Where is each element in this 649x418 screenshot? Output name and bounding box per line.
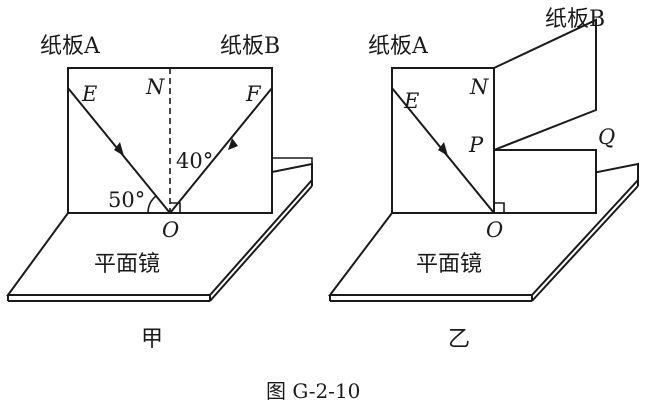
mirror-label-a: 平面镜 xyxy=(94,252,160,277)
reflected-ray-a xyxy=(169,87,273,214)
board-a-label-a: 纸板A xyxy=(40,34,101,59)
right-angle-marker-a xyxy=(170,202,181,213)
reflected-arrow-a xyxy=(228,138,238,150)
board-b-label-a: 纸板B xyxy=(220,34,280,59)
figure-b: 纸板A 纸板B E N P Q O 平面镜 乙 xyxy=(327,7,639,352)
point-e-b: E xyxy=(403,89,419,113)
angle-arc-a xyxy=(147,195,157,214)
mirror-edge-b4 xyxy=(531,185,639,302)
incident-arrow-b xyxy=(438,142,448,156)
board-b-label-b: 纸板B xyxy=(545,7,605,32)
board-rect-b xyxy=(391,67,495,214)
figure-caption: 图 G-2-10 xyxy=(266,379,360,403)
sub-caption-a: 甲 xyxy=(141,327,163,352)
mirror-edge-a4 xyxy=(209,185,313,302)
incident-arrow-a xyxy=(114,142,124,156)
right-angle-marker-b xyxy=(494,202,505,213)
point-n-b: N xyxy=(469,75,489,99)
point-p-b: P xyxy=(468,133,484,157)
point-n-a: N xyxy=(145,75,165,99)
angle-incident-a: 50° xyxy=(108,188,145,212)
point-f-a: F xyxy=(245,82,262,106)
angle-reflected-a: 40° xyxy=(176,149,213,173)
board-a-label-b: 纸板A xyxy=(368,34,429,59)
mirror-label-b: 平面镜 xyxy=(416,252,482,277)
figure-a: 纸板A 纸板B E N F 40° 50° O 平面镜 甲 xyxy=(6,34,313,352)
board-b-folded xyxy=(493,18,597,152)
point-q-b: Q xyxy=(598,125,615,149)
board-b-lower xyxy=(493,149,597,214)
point-e-a: E xyxy=(81,82,97,106)
point-o-b: O xyxy=(486,218,503,242)
sub-caption-b: 乙 xyxy=(448,327,470,352)
point-o-a: O xyxy=(162,218,179,242)
board-b-side-a xyxy=(271,157,313,164)
